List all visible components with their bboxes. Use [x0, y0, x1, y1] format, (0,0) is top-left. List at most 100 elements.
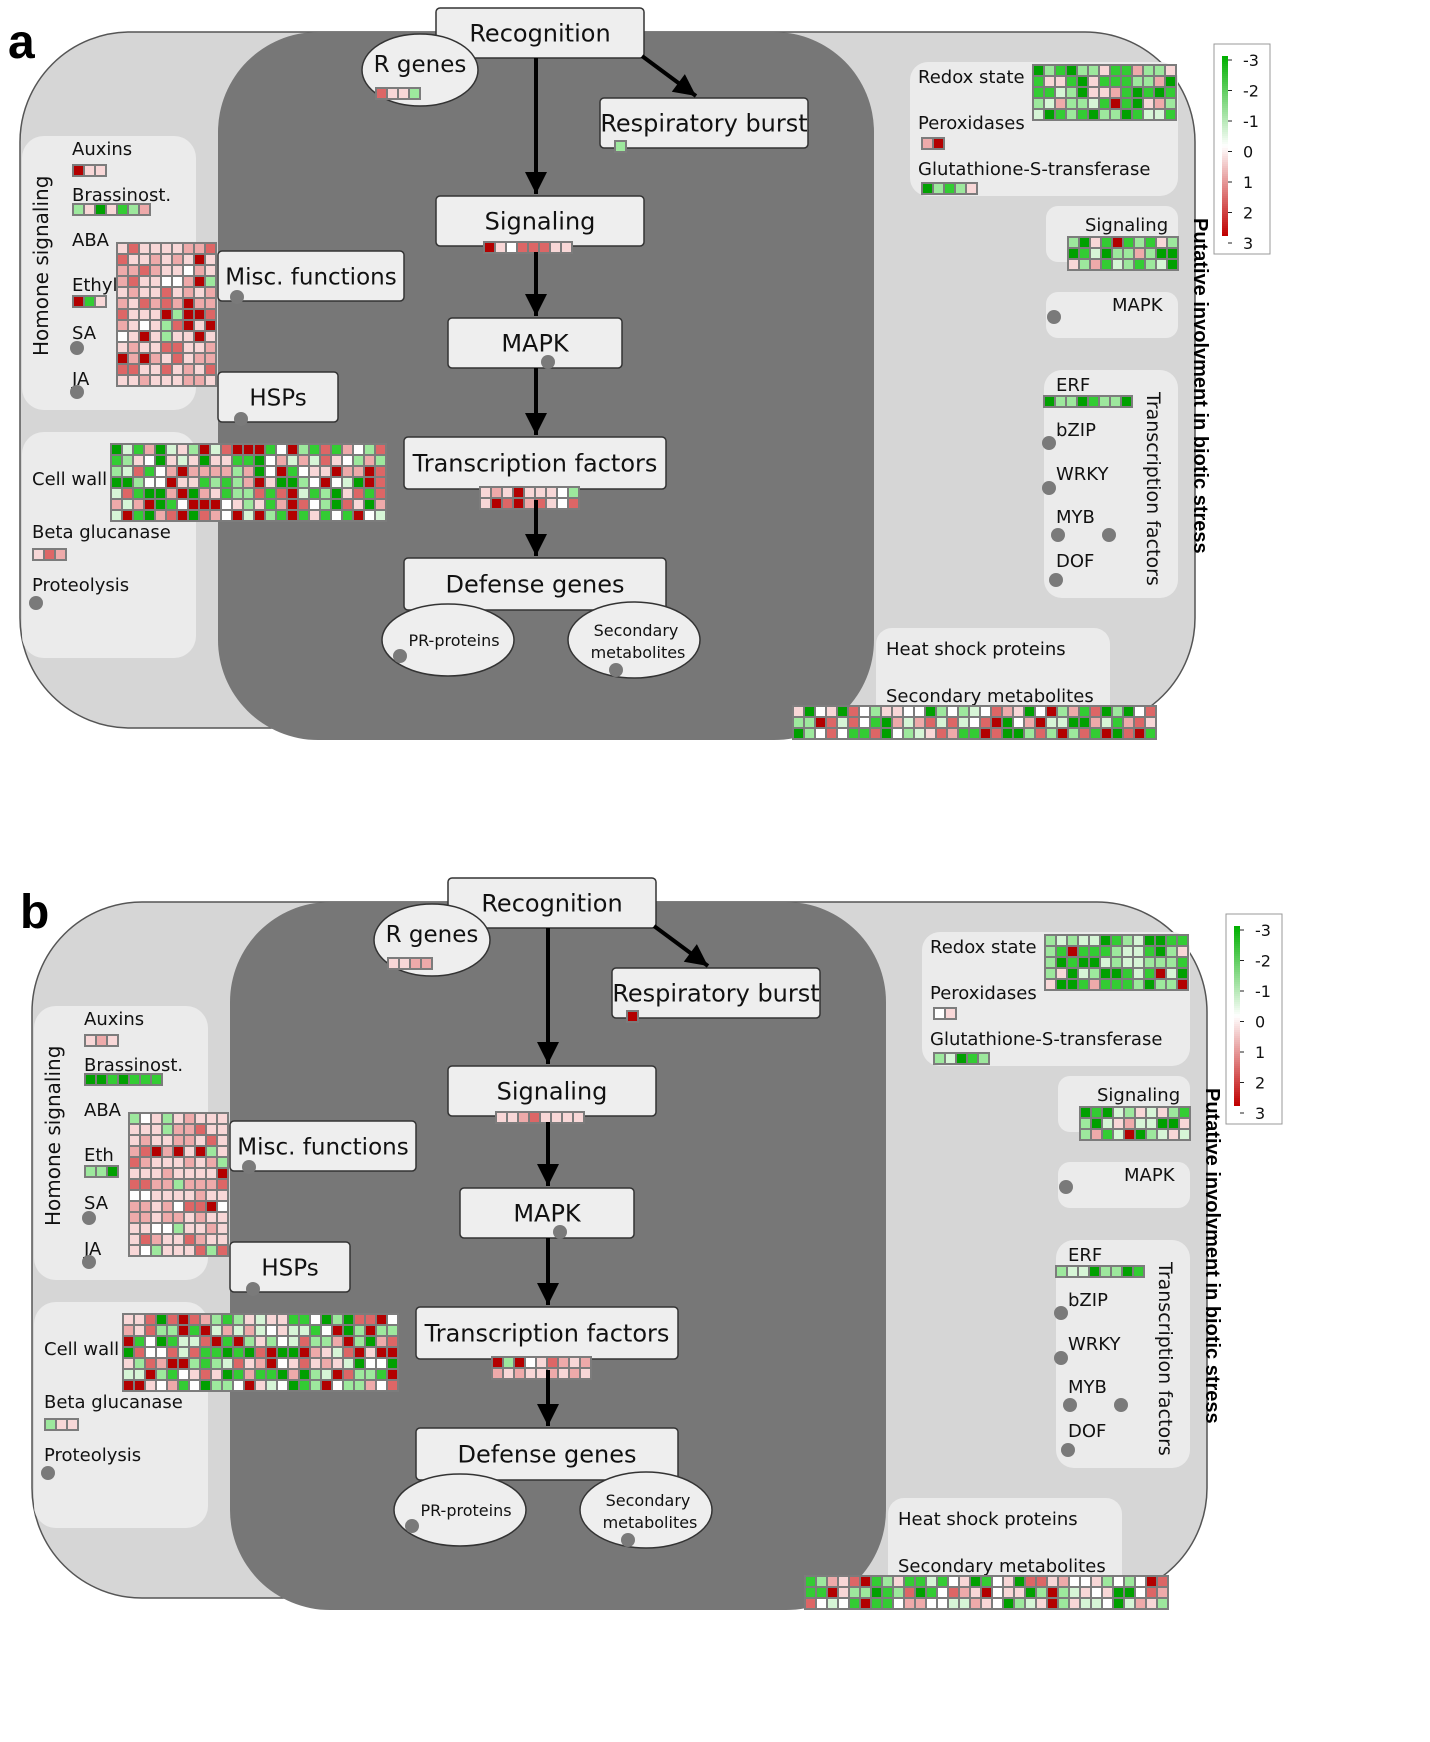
cell-wall-heatmap-cell: [266, 511, 275, 520]
tf-heatmap-cell: [570, 1369, 579, 1378]
misc-heatmap-cell: [185, 1147, 194, 1156]
arrow-mapk-tf-head: [525, 413, 547, 435]
redox-heatmap-cell: [1167, 936, 1176, 945]
cell-wall-heatmap-cell: [157, 1359, 166, 1368]
right-signaling-label: Signaling: [1085, 215, 1168, 236]
misc-heatmap-cell: [130, 1224, 139, 1233]
right-signaling-heatmap-cell: [1081, 1130, 1090, 1139]
right-signaling-heatmap-cell: [1124, 260, 1133, 269]
erf-heatmap-cell: [1045, 397, 1054, 406]
misc-heatmap-cell: [184, 332, 193, 341]
misc-heatmap-cell: [207, 1136, 216, 1145]
cell-wall-heatmap-cell: [146, 1337, 155, 1346]
legend-gradient-strip: [1234, 982, 1240, 984]
cell-wall-heatmap-cell: [135, 1381, 144, 1390]
cell-wall-heatmap-cell: [156, 478, 165, 487]
misc-heatmap-cell: [185, 1169, 194, 1178]
cell-wall-heatmap-cell: [255, 467, 264, 476]
cell-wall-heatmap-cell: [288, 500, 297, 509]
erf-heatmap: [1055, 1265, 1145, 1278]
cell-wall-heatmap-cell: [212, 1348, 221, 1357]
redox-heatmap-cell: [1068, 980, 1077, 989]
redox-heatmap-cell: [1068, 969, 1077, 978]
cell-wall-heatmap-cell: [388, 1370, 397, 1379]
cell-wall-heatmap-cell: [167, 511, 176, 520]
misc-heatmap-cell: [140, 277, 149, 286]
brassinost-heatmap: [72, 203, 151, 216]
right-secondary-heatmap-cell: [882, 707, 891, 716]
right-secondary-heatmap-cell: [1004, 1599, 1013, 1608]
hormone-title: Homone signaling: [41, 1046, 65, 1226]
brassinost-heatmap-cell: [108, 1075, 117, 1084]
cell-wall-heatmap-cell: [146, 1370, 155, 1379]
redox-heatmap-cell: [1123, 980, 1132, 989]
brassinost-heatmap-cell: [119, 1075, 128, 1084]
misc-heatmap-cell: [151, 255, 160, 264]
cell-wall-heatmap-cell: [288, 489, 297, 498]
gene-dot: [553, 1225, 567, 1239]
legend-gradient-strip: [1234, 1052, 1240, 1054]
cell-wall-heatmap-cell: [310, 445, 319, 454]
right-secondary-heatmap-cell: [905, 1588, 914, 1597]
cell-wall-heatmap-cell: [157, 1381, 166, 1390]
misc-heatmap-cell: [130, 1158, 139, 1167]
redox-label: Redox state: [918, 67, 1025, 88]
cell-wall-heatmap-cell: [134, 511, 143, 520]
legend-gradient-strip: [1234, 1082, 1240, 1084]
right-secondary-heatmap-cell: [872, 1588, 881, 1597]
legend-gradient-strip: [1234, 990, 1240, 992]
peroxidases-label: Peroxidases: [918, 113, 1025, 134]
legend-gradient-strip: [1234, 1016, 1240, 1018]
right-secondary-heatmap-cell: [805, 707, 814, 716]
right-signaling-heatmap-cell: [1157, 260, 1166, 269]
proteolysis-label: Proteolysis: [44, 1445, 141, 1466]
misc-heatmap-cell: [218, 1235, 227, 1244]
right-secondary-heatmap-cell: [971, 1599, 980, 1608]
hsps-node-label: HSPs: [261, 1255, 318, 1281]
right-secondary-heatmap-cell: [861, 1588, 870, 1597]
tf-heatmap-cell: [559, 1358, 568, 1367]
cell-wall-heatmap-cell: [255, 511, 264, 520]
misc-heatmap-cell: [151, 266, 160, 275]
cell-wall-heatmap-cell: [233, 445, 242, 454]
misc-heatmap-cell: [140, 321, 149, 330]
redox-heatmap-cell: [1101, 936, 1110, 945]
legend-tick-label: 0: [1243, 143, 1253, 162]
legend-gradient-strip: [1222, 150, 1228, 152]
cell-wall-heatmap-cell: [365, 478, 374, 487]
cell-wall-heatmap-cell: [288, 478, 297, 487]
legend-gradient-strip: [1234, 950, 1240, 952]
right-signaling-heatmap-cell: [1168, 238, 1177, 247]
redox-heatmap-cell: [1122, 66, 1131, 75]
cell-wall-heatmap-cell: [145, 467, 154, 476]
redox-heatmap-cell: [1111, 77, 1120, 86]
misc-heatmap-cell: [173, 321, 182, 330]
cell-wall-heatmap-cell: [376, 489, 385, 498]
cell-wall-heatmap-cell: [212, 1337, 221, 1346]
legend-gradient-strip: [1234, 966, 1240, 968]
right-signaling-heatmap-cell: [1135, 260, 1144, 269]
cell-wall-heatmap-cell: [278, 1370, 287, 1379]
cell-wall-heatmap-cell: [344, 1370, 353, 1379]
legend-gradient-strip: [1222, 96, 1228, 98]
right-secondary-heatmap-cell: [937, 729, 946, 738]
brassinost-heatmap-cell: [118, 205, 127, 214]
brassinost-heatmap: [84, 1073, 163, 1086]
legend-gradient-strip: [1222, 218, 1228, 220]
cell-wall-heatmap-cell: [168, 1370, 177, 1379]
legend-gradient-strip: [1234, 1070, 1240, 1072]
right-signaling-heatmap-cell: [1135, 238, 1144, 247]
cell-wall-heatmap-cell: [223, 1381, 232, 1390]
cell-wall-heatmap-cell: [201, 1315, 210, 1324]
legend-gradient-strip: [1234, 1084, 1240, 1086]
arrow-signaling-mapk-head: [525, 294, 547, 316]
misc-heatmap-cell: [218, 1158, 227, 1167]
misc-heatmap-cell: [140, 266, 149, 275]
cell-wall-heatmap-cell: [178, 478, 187, 487]
right-signaling-heatmap-cell: [1146, 249, 1155, 258]
misc-heatmap-cell: [185, 1180, 194, 1189]
right-secondary-heatmap-cell: [992, 729, 1001, 738]
cell-wall-heatmap-cell: [146, 1359, 155, 1368]
cell-wall-heatmap-cell: [189, 511, 198, 520]
misc-heatmap-cell: [162, 244, 171, 253]
